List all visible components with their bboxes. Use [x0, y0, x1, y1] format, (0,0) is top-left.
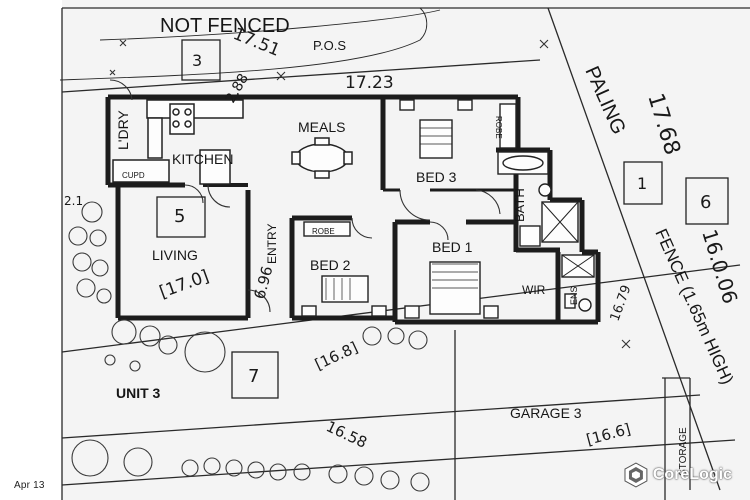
- box-6-number: 6: [700, 192, 711, 213]
- corelogic-logo-icon: [624, 462, 648, 488]
- survey-marks: [109, 39, 631, 349]
- left-margin: [0, 0, 62, 500]
- boundary-lines: [59, 7, 750, 500]
- room-robe-b: ROBE: [312, 227, 335, 236]
- dim-top-b: 17.23: [345, 73, 394, 93]
- meals-table: [291, 137, 353, 179]
- room-entry: ENTRY: [265, 224, 279, 264]
- door-swings: [109, 79, 501, 313]
- room-wir: WIR: [522, 283, 546, 297]
- room-laundry: L'DRY: [115, 110, 131, 150]
- corelogic-watermark: CoreLogic: [622, 460, 732, 490]
- room-bath: BATH: [512, 188, 527, 222]
- room-robe-a: ROBE: [494, 116, 503, 139]
- room-ens: ENS: [569, 286, 579, 305]
- room-cupd: CUPD: [122, 171, 145, 180]
- bathroom-fittings: [497, 151, 595, 312]
- box-1-number: 1: [637, 174, 647, 193]
- bed3-furniture: [399, 99, 517, 159]
- storage-label: STORAGE: [678, 427, 689, 476]
- not-fenced-label: NOT FENCED: [160, 15, 290, 37]
- date-label: Apr 13: [14, 480, 45, 491]
- kitchen-fittings: [112, 99, 244, 185]
- unit-label: UNIT 3: [116, 385, 161, 401]
- box-7-number: 7: [248, 366, 259, 387]
- bed1-furniture: [404, 261, 499, 319]
- room-bed1: BED 1: [432, 239, 473, 255]
- house-walls: [105, 94, 601, 325]
- landscaping: [68, 201, 430, 492]
- room-kitchen: KITCHEN: [172, 151, 233, 167]
- corelogic-brand-text: CoreLogic: [652, 466, 732, 483]
- bed2-furniture: [301, 221, 387, 317]
- room-bed2: BED 2: [310, 257, 351, 273]
- garage-label: GARAGE 3: [510, 405, 582, 421]
- dim-left-small: 2.1: [64, 194, 83, 208]
- pos-label: P.O.S: [313, 38, 346, 53]
- room-bed3: BED 3: [416, 169, 457, 185]
- room-living: LIVING: [152, 247, 198, 263]
- room-meals: MEALS: [298, 119, 345, 135]
- box-5-number: 5: [174, 206, 185, 227]
- box-3-number: 3: [192, 51, 202, 70]
- box-outlines: [156, 39, 729, 399]
